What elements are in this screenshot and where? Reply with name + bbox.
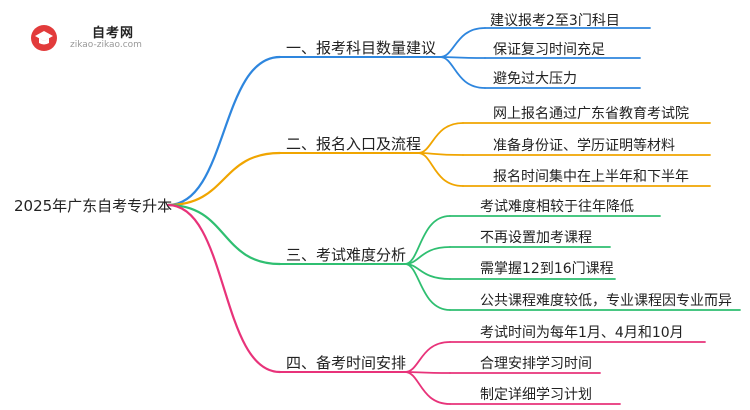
leaf-1-1-curve — [439, 27, 486, 58]
branch-1-curve — [166, 55, 282, 207]
branch-1-label: 一、报考科目数量建议 — [286, 39, 437, 57]
leaf-3-3-curve — [404, 263, 451, 280]
leaf-2-3: 报名时间集中在上半年和下半年 — [493, 169, 689, 185]
leaf-4-3-curve — [404, 371, 451, 405]
branch-4-label: 四、备考时间安排 — [286, 354, 407, 372]
leaf-1-3-curve — [439, 56, 486, 89]
branch-3-label: 三、考试难度分析 — [286, 246, 407, 264]
branch-3-curve — [166, 203, 282, 266]
logo-subtitle: zikao-zikao.com — [70, 40, 142, 50]
leaf-3-3: 需掌握12到16门课程 — [480, 261, 614, 277]
leaf-1-2-curve — [439, 56, 486, 59]
leaf-3-1-curve — [404, 215, 451, 265]
branch-2-label: 二、报名入口及流程 — [286, 135, 422, 153]
leaf-4-3: 制定详细学习计划 — [480, 387, 592, 403]
leaf-1-3: 避免过大压力 — [493, 71, 577, 87]
leaf-4-2: 合理安排学习时间 — [480, 356, 592, 372]
leaf-2-1-curve — [417, 122, 464, 154]
leaf-3-4-curve — [404, 263, 451, 311]
leaf-4-2-curve — [404, 371, 451, 374]
graduation-cap-icon — [31, 25, 57, 51]
leaf-3-2: 不再设置加考课程 — [480, 230, 592, 246]
site-logo: 自考网 zikao-zikao.com — [10, 10, 180, 55]
leaf-2-1: 网上报名通过广东省教育考试院 — [493, 106, 689, 122]
leaf-4-1-curve — [404, 341, 451, 373]
branch-2-curve — [166, 151, 282, 207]
leaf-3-4: 公共课程难度较低，专业课程因专业而异 — [480, 293, 732, 309]
leaf-1-2: 保证复习时间充足 — [493, 42, 605, 58]
leaf-1-1: 建议报考2至3门科目 — [490, 13, 620, 29]
branch-4-curve — [166, 203, 282, 374]
leaf-3-1: 考试难度相较于往年降低 — [480, 199, 634, 215]
logo-title: 自考网 — [92, 26, 135, 41]
leaf-2-3-curve — [417, 152, 464, 187]
leaf-4-1: 考试时间为每年1月、4月和10月 — [480, 325, 684, 341]
leaf-2-2: 准备身份证、学历证明等材料 — [493, 138, 675, 154]
root-topic: 2025年广东自考专升本 — [14, 197, 173, 215]
